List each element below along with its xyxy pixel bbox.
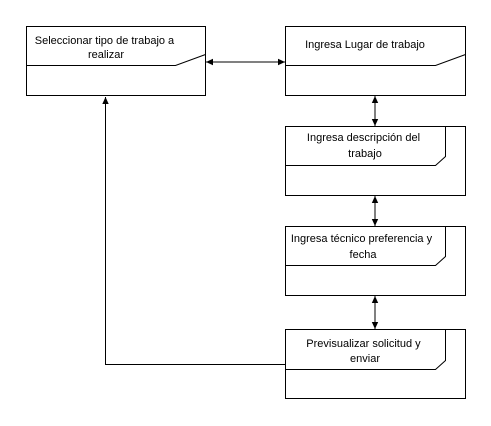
node-tecnico-fecha[interactable]: Ingresa técnico preferencia y fecha xyxy=(285,226,466,296)
node-descripcion-label: Ingresa descripción del trabajo xyxy=(307,132,423,160)
node-previsualizar-label: Previsualizar solicitud y enviar xyxy=(306,338,423,365)
node-lugar-line-1: Ingresa Lugar de trabajo xyxy=(305,39,425,51)
node-descripcion-line-1: Ingresa descripción del xyxy=(307,132,420,144)
connector-previsualizar-seleccionar xyxy=(102,97,285,365)
node-seleccionar-line-2: realizar xyxy=(88,49,124,61)
node-tecnico-line-1: Ingresa técnico preferencia y xyxy=(291,233,433,245)
node-descripcion-trabajo[interactable]: Ingresa descripción del trabajo xyxy=(285,126,466,196)
node-previsualizar-line-1: Previsualizar solicitud y xyxy=(306,338,421,350)
node-previsualizar-enviar[interactable]: Previsualizar solicitud y enviar xyxy=(285,329,466,399)
node-seleccionar-label: Seleccionar tipo de trabajo a realizar xyxy=(35,35,178,61)
node-previsualizar-line-2: enviar xyxy=(350,353,380,365)
node-lugar-label: Ingresa Lugar de trabajo xyxy=(305,39,425,51)
node-seleccionar-line-1: Seleccionar tipo de trabajo a xyxy=(35,35,175,47)
node-lugar-trabajo[interactable]: Ingresa Lugar de trabajo xyxy=(285,26,466,96)
node-tecnico-label: Ingresa técnico preferencia y fecha xyxy=(291,233,435,261)
node-seleccionar-tipo[interactable]: Seleccionar tipo de trabajo a realizar xyxy=(26,26,206,96)
node-tecnico-line-2: fecha xyxy=(350,249,378,261)
node-descripcion-line-2: trabajo xyxy=(348,148,382,160)
